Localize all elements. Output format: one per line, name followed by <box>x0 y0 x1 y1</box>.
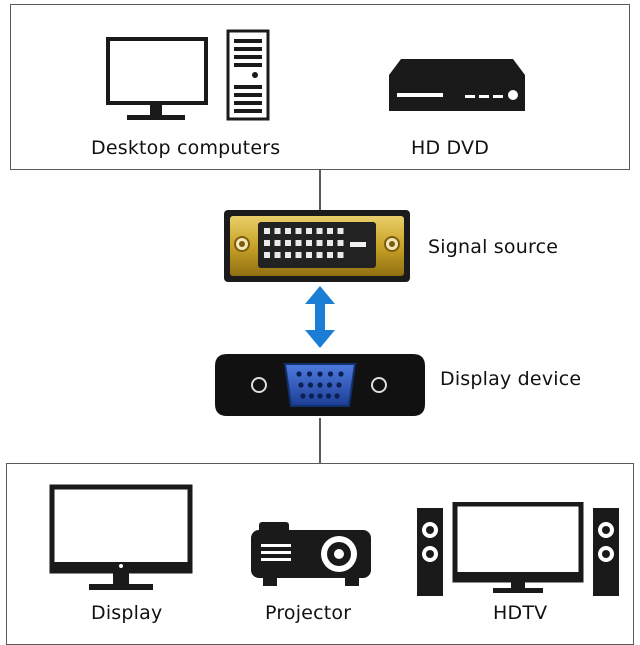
device-label-hdtv: HDTV <box>493 602 548 624</box>
signal-source-label: Signal source <box>428 236 559 258</box>
dvi-pin <box>327 228 333 234</box>
dvi-pin <box>306 252 312 258</box>
vga-pin <box>317 382 323 388</box>
dvi-pin <box>285 240 291 246</box>
vga-pin <box>306 371 313 377</box>
vga-pin <box>296 371 302 377</box>
dvi-pin <box>337 252 344 258</box>
dvi-pin <box>337 240 344 246</box>
dvi-pin <box>274 228 281 234</box>
vga-pin <box>325 393 332 399</box>
dvi-pin <box>295 228 302 234</box>
dvi-pin <box>274 252 281 258</box>
vga-pin <box>334 393 340 399</box>
connector-line-bottom <box>319 418 321 464</box>
dvi-pin <box>274 240 281 246</box>
source-label-hddvd: HD DVD <box>411 137 490 159</box>
desktop-computer-icon <box>106 29 270 121</box>
vga-pin <box>307 382 314 388</box>
connector-line-top <box>319 170 321 210</box>
device-label-projector: Projector <box>265 602 352 624</box>
dvi-pin <box>306 240 312 246</box>
dvi-pin <box>264 252 270 258</box>
dvi-pin <box>306 228 312 234</box>
dvi-pin <box>264 240 270 246</box>
signal-source-panel: Desktop computers HD DVD <box>10 4 630 170</box>
dvi-pin <box>316 252 323 258</box>
projector-icon <box>251 522 371 586</box>
vga-pin <box>317 393 323 399</box>
dvi-connector-icon <box>224 210 410 282</box>
dvi-pin <box>295 252 302 258</box>
display-device-panel: Display Projector HDTV <box>6 463 634 645</box>
dvi-pin <box>327 240 333 246</box>
dvi-pin <box>295 240 302 246</box>
dvi-pin <box>327 252 333 258</box>
vga-pin <box>308 393 315 399</box>
vga-pin <box>326 382 333 388</box>
monitor-icon <box>49 484 193 590</box>
vga-pin <box>317 371 323 377</box>
vga-pin <box>298 382 304 388</box>
dvi-pin <box>264 228 270 234</box>
dvd-player-icon <box>389 59 525 111</box>
dvi-pin <box>285 252 291 258</box>
dvi-pin <box>337 228 344 234</box>
bidirectional-arrow-icon <box>305 286 335 348</box>
vga-pin <box>300 393 306 399</box>
dvi-pin <box>285 228 291 234</box>
source-label-desktop: Desktop computers <box>91 137 281 159</box>
hdtv-speakers-icon <box>417 502 619 596</box>
dvi-pin <box>316 228 323 234</box>
display-device-label: Display device <box>440 368 582 390</box>
vga-pin <box>336 382 342 388</box>
vga-connector-icon <box>215 354 425 416</box>
dvi-pin <box>316 240 323 246</box>
device-label-display: Display <box>91 602 163 624</box>
vga-pin <box>338 371 344 377</box>
vga-pin <box>327 371 334 377</box>
